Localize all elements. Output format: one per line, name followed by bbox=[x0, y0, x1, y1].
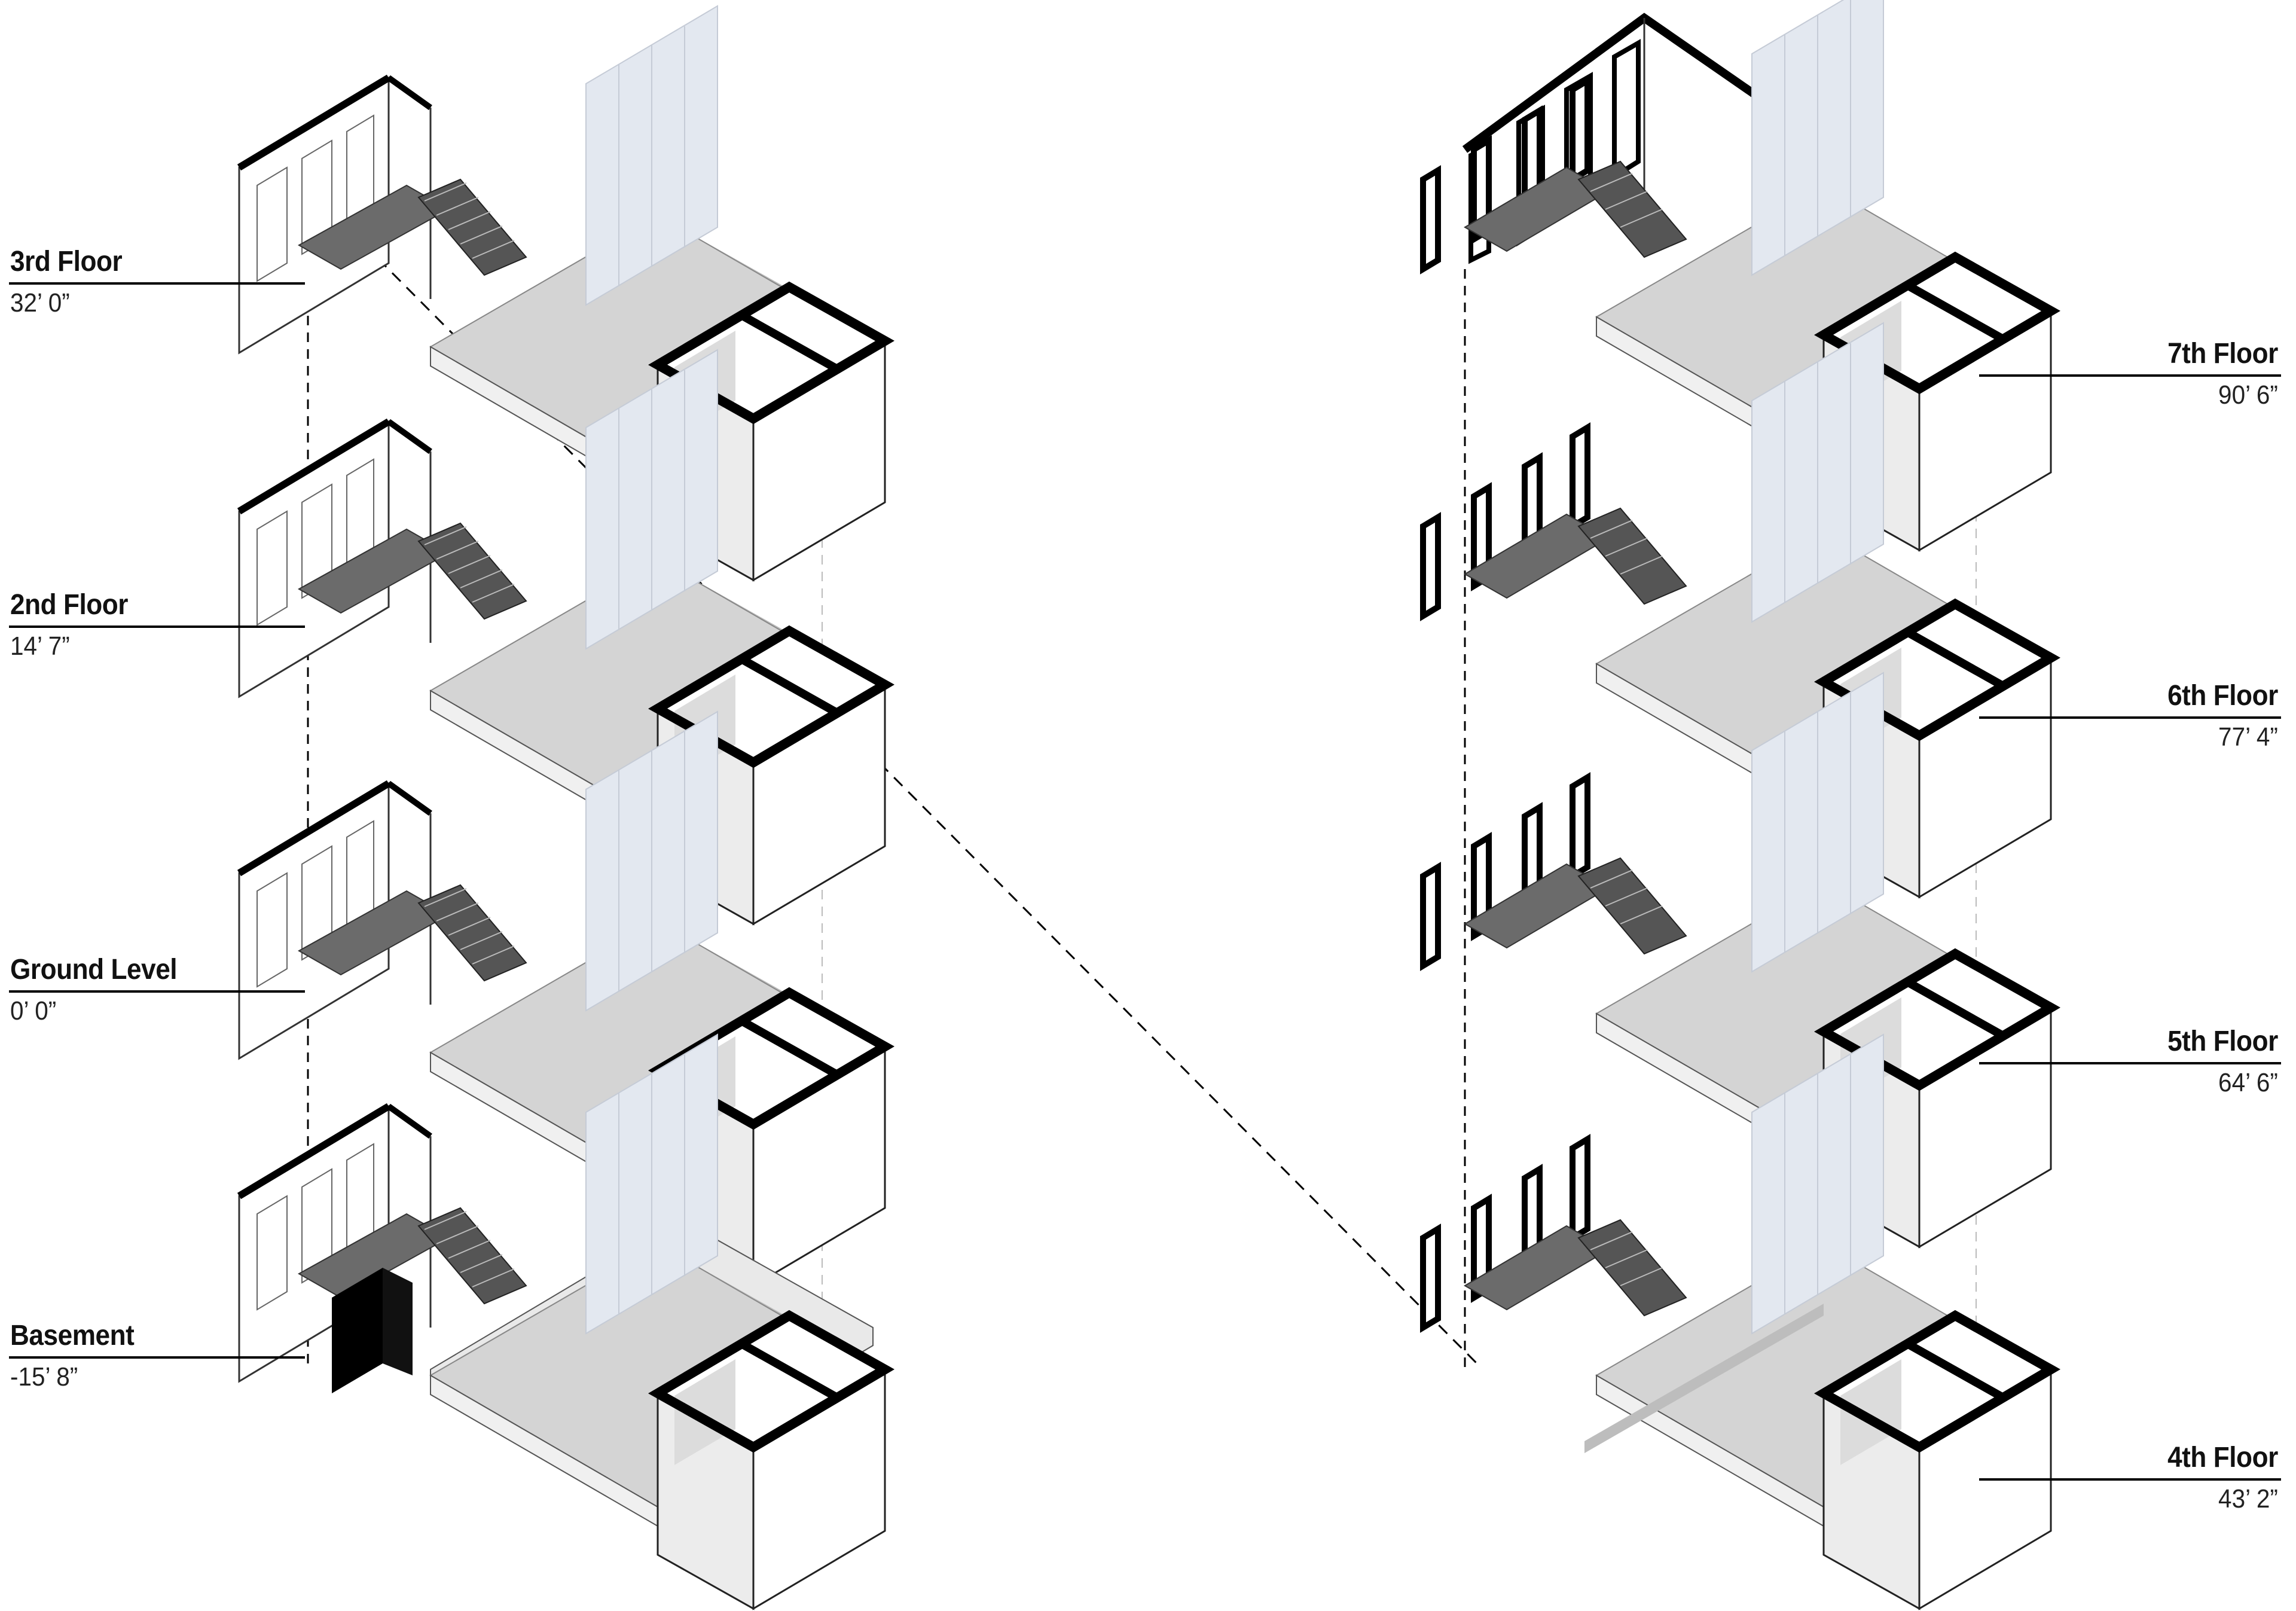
floor-elevation: 43’ 2” bbox=[2218, 1484, 2278, 1514]
floor-label-5th: 5th Floor 64’ 6” bbox=[2158, 1025, 2278, 1099]
floor-elevation: 77’ 4” bbox=[2218, 722, 2278, 752]
floor-elevation: 32’ 0” bbox=[10, 288, 70, 318]
floor-elevation: 90’ 6” bbox=[2218, 380, 2278, 410]
floor-label-2nd: 2nd Floor 14’ 7” bbox=[10, 588, 138, 663]
floor-name: 6th Floor bbox=[2167, 680, 2278, 712]
floor-label-basement: Basement -15’ 8” bbox=[10, 1319, 145, 1393]
floor-name: 2nd Floor bbox=[10, 589, 129, 621]
floor-name: 4th Floor bbox=[2167, 1442, 2278, 1473]
floor-label-7th: 7th Floor 90’ 6” bbox=[2158, 337, 2278, 411]
floor-elevation: 64’ 6” bbox=[2218, 1068, 2278, 1097]
floor-label-ground: Ground Level 0’ 0” bbox=[10, 953, 191, 1027]
floor-elevation: 0’ 0” bbox=[10, 996, 57, 1026]
floor-label-6th: 6th Floor 77’ 4” bbox=[2158, 679, 2278, 753]
floor-name: 7th Floor bbox=[2167, 338, 2278, 370]
floor-label-3rd: 3rd Floor 32’ 0” bbox=[10, 245, 132, 319]
floor-name: Basement bbox=[10, 1320, 135, 1351]
label-leaders bbox=[9, 282, 2281, 1481]
floor-name: Ground Level bbox=[10, 954, 178, 985]
floor-name: 3rd Floor bbox=[10, 246, 123, 277]
floor-name: 5th Floor bbox=[2167, 1026, 2278, 1057]
floor-model-4th bbox=[1423, 1035, 2051, 1609]
floor-elevation: -15’ 8” bbox=[10, 1362, 78, 1392]
floor-model-basement bbox=[239, 1035, 885, 1609]
basement-counter bbox=[332, 1268, 383, 1393]
floor-label-4th: 4th Floor 43’ 2” bbox=[2158, 1441, 2278, 1515]
floor-elevation: 14’ 7” bbox=[10, 631, 70, 661]
